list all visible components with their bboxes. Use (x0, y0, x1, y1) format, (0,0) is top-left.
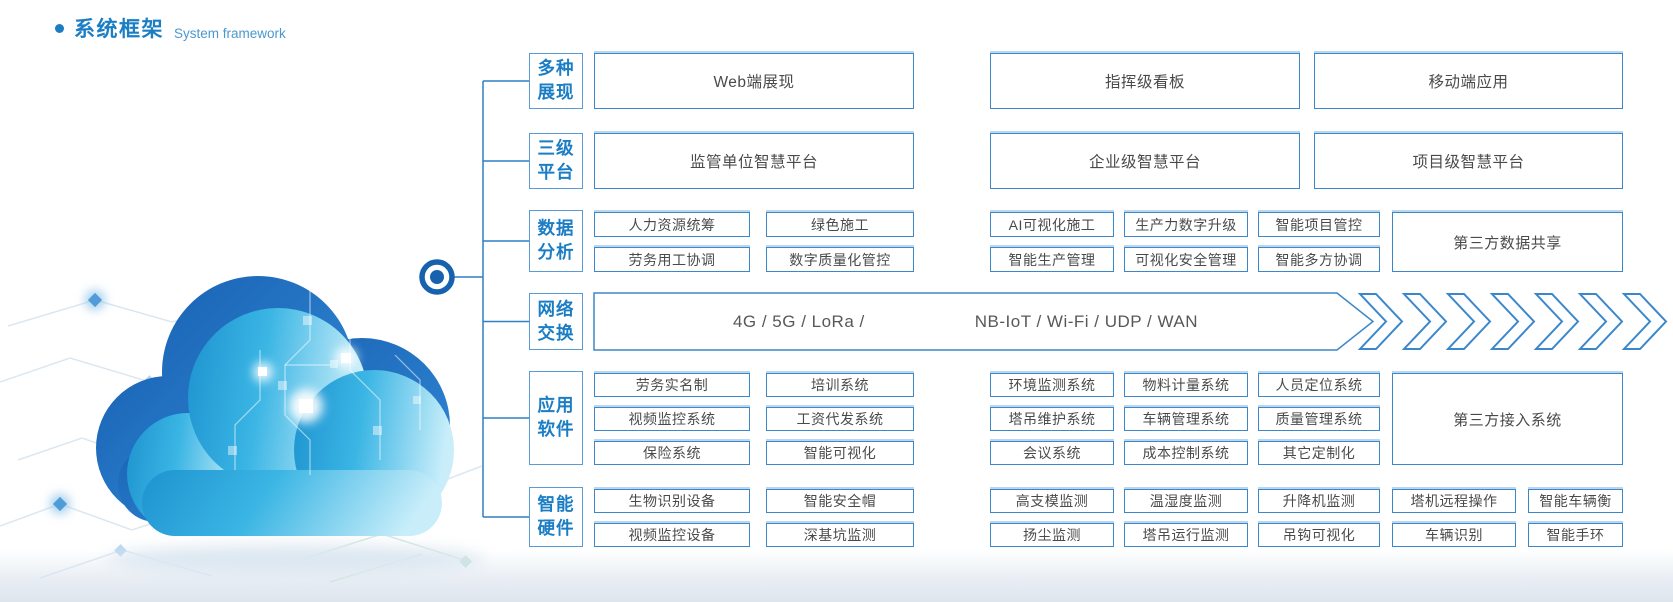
item-box: 指挥级看板 (990, 53, 1300, 109)
item-box: 智能车辆衡 (1528, 489, 1623, 513)
cloud-circuit-nodes (228, 316, 421, 455)
item-box: AI可视化施工 (990, 212, 1114, 237)
category-network: 网络 交换 (529, 293, 583, 350)
item-box: 吊钩可视化 (1258, 523, 1380, 547)
item-box: 质量管理系统 (1258, 407, 1380, 431)
item-box: 深基坑监测 (766, 523, 914, 547)
item-box: 移动端应用 (1314, 53, 1623, 109)
item-box: 绿色施工 (766, 212, 914, 237)
item-box: 智能项目管控 (1258, 212, 1380, 237)
item-box: 项目级智慧平台 (1314, 133, 1623, 189)
item-box: 其它定制化 (1258, 441, 1380, 465)
item-box: 人力资源统筹 (594, 212, 750, 237)
network-protocols-left: 4G / 5G / LoRa / (732, 311, 865, 331)
category-platform: 三级 平台 (529, 133, 583, 189)
side-box-data-share: 第三方数据共享 (1392, 212, 1623, 272)
cloud-glow-nodes (253, 296, 381, 423)
item-box: 高支模监测 (990, 489, 1114, 513)
cloud-front (127, 308, 454, 536)
item-box: 升降机监测 (1258, 489, 1380, 513)
item-box: 塔吊运行监测 (1124, 523, 1248, 547)
item-box: 劳务用工协调 (594, 247, 750, 272)
category-hardware: 智能 硬件 (529, 487, 583, 547)
item-box: 视频监控系统 (594, 407, 750, 431)
cloud-shadow (105, 545, 485, 575)
item-box: 智能可视化 (766, 441, 914, 465)
network-protocols-right: NB-IoT / Wi-Fi / UDP / WAN (974, 311, 1199, 331)
chevron-right-icons (1357, 293, 1668, 350)
side-box-third-party-access: 第三方接入系统 (1392, 373, 1623, 465)
network-arrow-box (593, 292, 1375, 351)
category-software: 应用 软件 (529, 371, 583, 465)
cloud-illustration (0, 276, 485, 583)
item-box: Web端展现 (594, 53, 914, 109)
item-box: 环境监测系统 (990, 373, 1114, 397)
item-box: 成本控制系统 (1124, 441, 1248, 465)
item-box: 视频监控设备 (594, 523, 750, 547)
item-box: 人员定位系统 (1258, 373, 1380, 397)
item-box: 智能安全帽 (766, 489, 914, 513)
item-box: 塔吊维护系统 (990, 407, 1114, 431)
item-box: 智能多方协调 (1258, 247, 1380, 272)
item-box: 物料计量系统 (1124, 373, 1248, 397)
item-box: 培训系统 (766, 373, 914, 397)
item-box: 扬尘监测 (990, 523, 1114, 547)
item-box: 车辆管理系统 (1124, 407, 1248, 431)
item-box: 数字质量化管控 (766, 247, 914, 272)
item-box: 企业级智慧平台 (990, 133, 1300, 189)
item-box: 生产力数字升级 (1124, 212, 1248, 237)
item-box: 智能生产管理 (990, 247, 1114, 272)
item-box: 塔机远程操作 (1392, 489, 1516, 513)
item-box: 可视化安全管理 (1124, 247, 1248, 272)
item-box: 监管单位智慧平台 (594, 133, 914, 189)
title-en: System framework (174, 26, 286, 41)
category-display: 多种 展现 (529, 53, 583, 109)
item-box: 劳务实名制 (594, 373, 750, 397)
item-box: 工资代发系统 (766, 407, 914, 431)
item-box: 温湿度监测 (1124, 489, 1248, 513)
category-analysis: 数据 分析 (529, 210, 583, 272)
item-box: 车辆识别 (1392, 523, 1516, 547)
bullet-icon (55, 23, 64, 33)
page-title: 系统框架 System framework (55, 13, 286, 43)
item-box: 智能手环 (1528, 523, 1623, 547)
title-zh: 系统框架 (74, 18, 164, 41)
network-protocols: 4G / 5G / LoRa / NB-IoT / Wi-Fi / UDP / … (594, 293, 1337, 350)
item-box: 保险系统 (594, 441, 750, 465)
item-box: 生物识别设备 (594, 489, 750, 513)
item-box: 会议系统 (990, 441, 1114, 465)
